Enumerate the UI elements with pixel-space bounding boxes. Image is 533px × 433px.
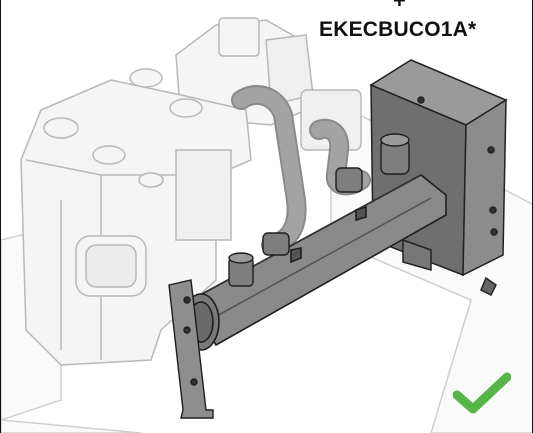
pipe-fittings (228, 133, 410, 287)
check-icon (453, 372, 511, 414)
mounting-bracket (168, 279, 214, 419)
part-code-label: EKECBUCO1A* (319, 18, 477, 41)
plus-sign: + (393, 0, 406, 13)
indoor-unit-housing (20, 17, 362, 366)
